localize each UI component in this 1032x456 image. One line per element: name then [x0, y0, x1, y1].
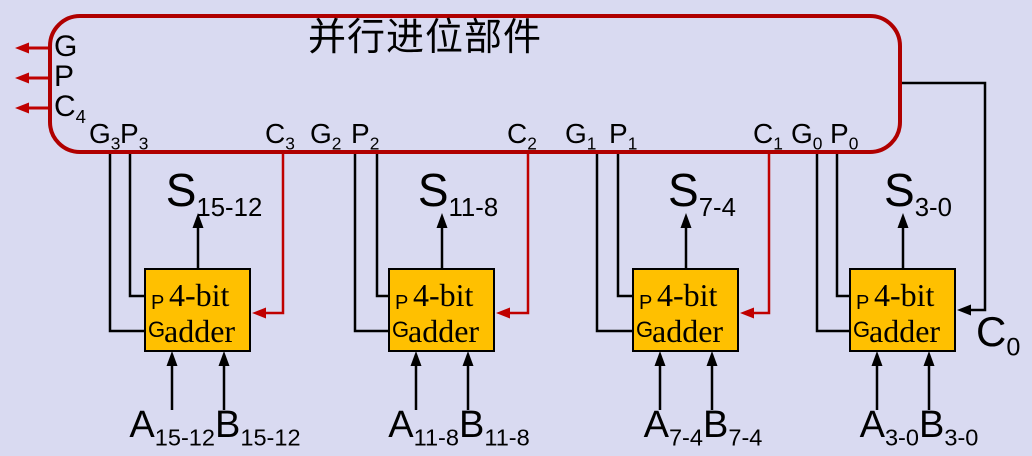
p2-pin-label: P2	[351, 118, 380, 154]
sum-arrow-15-12	[192, 213, 204, 268]
c0-carry-wire	[900, 81, 987, 316]
adder-block-7-4: P 4-bit G adder	[632, 268, 739, 352]
p-output-label: P	[54, 60, 75, 93]
p-output-arrow	[15, 72, 50, 84]
generate-pin: G	[148, 317, 166, 342]
input-a-arrow-3-0	[871, 351, 883, 410]
input-b-arrow-7-4	[706, 351, 718, 410]
adder-name-line1: 4-bit	[413, 277, 474, 313]
p0-wire	[835, 152, 851, 298]
c4-output-arrow	[15, 102, 50, 114]
g3-wire	[108, 152, 146, 333]
sum-label-11-8: S11-8	[417, 164, 499, 223]
input-a-arrow-11-8	[410, 351, 422, 410]
input-a-arrow-7-4	[654, 351, 666, 410]
sum-label-15-12: S15-12	[165, 164, 263, 223]
operand-label-11-8: A11-8B11-8	[388, 404, 530, 451]
generate-pin: G	[392, 317, 410, 342]
g0-pin-label: G0	[791, 118, 823, 154]
c3-pin-label: C3	[265, 118, 295, 154]
p0-pin-label: P0	[830, 118, 859, 154]
generate-pin: G	[853, 317, 871, 342]
adder-block-15-12: P 4-bit G adder	[144, 268, 251, 352]
operand-label-3-0: A3-0B3-0	[859, 404, 979, 451]
carry-lookahead-unit-title: 并行进位部件	[308, 17, 543, 59]
g1-pin-label: G1	[565, 118, 597, 154]
c3-carry-wire	[252, 152, 285, 319]
propagate-pin: P	[395, 292, 409, 314]
adder-name-line2: adder	[652, 313, 724, 349]
c2-carry-wire	[496, 152, 530, 319]
sum-arrow-3-0	[897, 213, 909, 268]
propagate-pin: P	[639, 292, 653, 314]
adder-name-line2: adder	[869, 313, 941, 349]
p3-pin-label: P3	[120, 118, 149, 154]
p1-pin-label: P1	[609, 118, 638, 154]
operand-label-7-4: A7-4B7-4	[643, 404, 763, 451]
g3-pin-label: G3	[89, 118, 121, 154]
sum-arrow-11-8	[436, 213, 448, 268]
propagate-pin: P	[856, 292, 870, 314]
adder-name-line2: adder	[408, 313, 480, 349]
p2-wire	[375, 152, 390, 298]
adder-block-3-0: P 4-bit G adder	[849, 268, 956, 352]
c2-pin-label: C2	[507, 118, 537, 154]
g0-wire	[815, 152, 851, 333]
sum-label-3-0: S3-0	[884, 164, 952, 223]
input-b-arrow-15-12	[218, 351, 230, 410]
p1-wire	[616, 152, 634, 298]
operand-label-15-12: A15-12B15-12	[129, 404, 301, 451]
p3-wire	[128, 152, 146, 298]
g-output-label: G	[54, 30, 78, 63]
sum-label-7-4: S7-4	[668, 164, 736, 223]
input-a-arrow-15-12	[166, 351, 178, 410]
carry-lookahead-unit-box	[48, 14, 902, 154]
c4-output-label: C4	[54, 90, 87, 127]
adder-name-line2: adder	[164, 313, 236, 349]
generate-pin: G	[636, 317, 654, 342]
carry-in-label: C0	[976, 308, 1021, 362]
g2-pin-label: G2	[310, 118, 342, 154]
g1-wire	[595, 152, 634, 333]
adder-block-11-8: P 4-bit G adder	[388, 268, 495, 352]
adder-name-line1: 4-bit	[657, 277, 718, 313]
sum-arrow-7-4	[680, 213, 692, 268]
input-b-arrow-11-8	[462, 351, 474, 410]
g2-wire	[353, 152, 390, 333]
adder-name-line1: 4-bit	[169, 277, 230, 313]
c1-carry-wire	[740, 152, 771, 319]
g-output-arrow	[15, 42, 50, 54]
input-b-arrow-3-0	[923, 351, 935, 410]
propagate-pin: P	[151, 292, 165, 314]
c1-pin-label: C1	[753, 118, 783, 154]
adder-name-line1: 4-bit	[874, 277, 935, 313]
